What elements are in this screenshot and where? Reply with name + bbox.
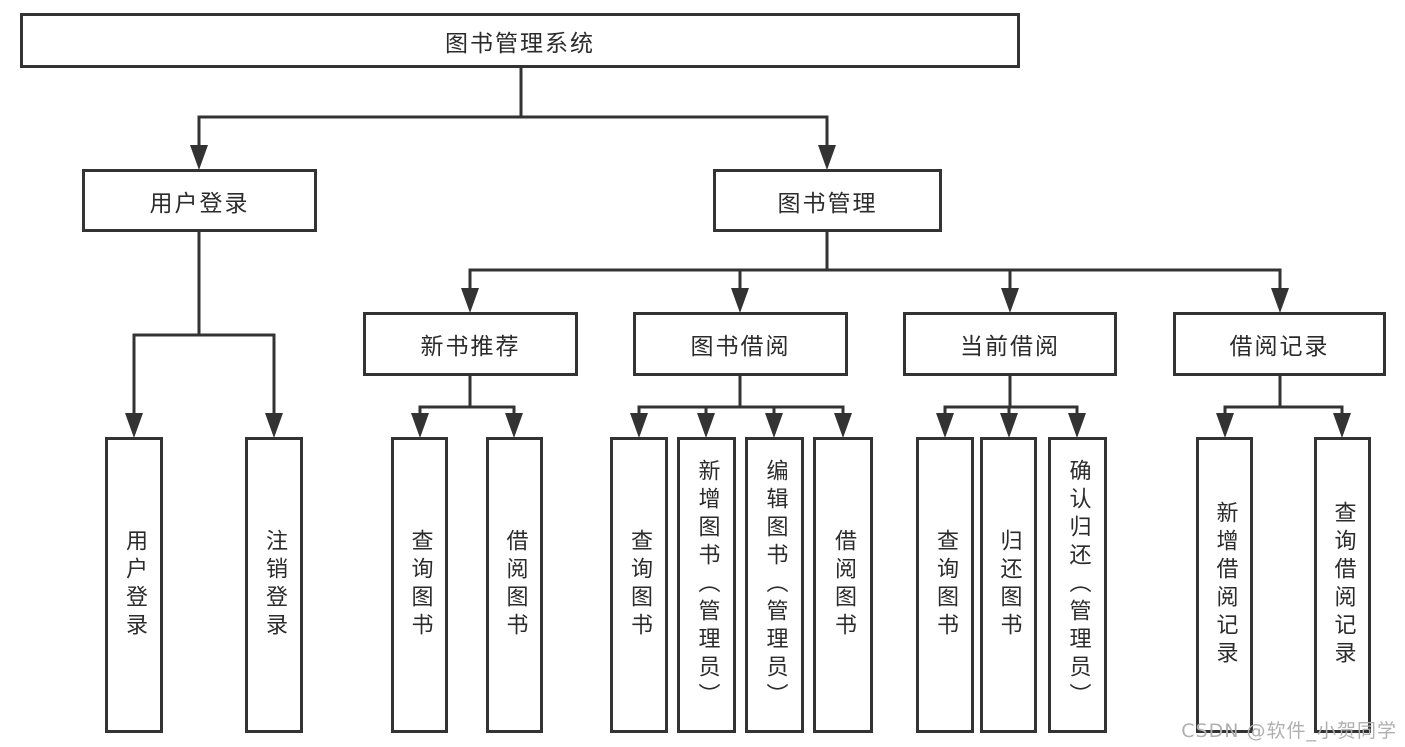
leaf-newbook-query: 查询图书 [391, 437, 448, 733]
leaf-borrow-query-label: 查询图书 [627, 529, 652, 641]
leaf-record-query: 查询借阅记录 [1314, 437, 1371, 733]
node-borrow-records-label: 借阅记录 [1229, 334, 1330, 360]
node-book-mgmt: 图书管理 [713, 169, 942, 232]
leaf-logout-label: 注销登录 [262, 529, 287, 641]
leaf-user-login-label: 用户登录 [122, 529, 147, 641]
node-new-book-rec: 新书推荐 [363, 312, 578, 376]
leaf-record-add: 新增借阅记录 [1196, 437, 1253, 733]
leaf-logout: 注销登录 [245, 437, 303, 733]
node-borrow-records: 借阅记录 [1173, 312, 1386, 376]
leaf-newbook-query-label: 查询图书 [407, 529, 433, 641]
leaf-borrow-add-label: 新增图书（管理员） [694, 459, 720, 711]
leaf-borrow-query: 查询图书 [610, 437, 668, 733]
node-user-login: 用户登录 [82, 169, 317, 232]
node-new-book-rec-label: 新书推荐 [420, 334, 521, 360]
node-book-borrow: 图书借阅 [633, 312, 848, 376]
leaf-borrow-book-label: 借阅图书 [831, 529, 856, 641]
node-root-label: 图书管理系统 [445, 30, 595, 57]
node-current-borrow: 当前借阅 [903, 312, 1117, 376]
leaf-newbook-borrow: 借阅图书 [486, 437, 543, 733]
leaf-current-return-label: 归还图书 [996, 529, 1022, 641]
leaf-borrow-add: 新增图书（管理员） [677, 437, 736, 733]
leaf-borrow-edit: 编辑图书（管理员） [745, 437, 804, 733]
leaf-user-login: 用户登录 [105, 437, 163, 733]
leaf-current-query-label: 查询图书 [933, 529, 958, 641]
leaf-current-query: 查询图书 [916, 437, 974, 733]
arrowheads [125, 145, 1351, 438]
leaf-borrow-book: 借阅图书 [813, 437, 873, 733]
leaf-current-confirm-label: 确认归还（管理员） [1065, 459, 1091, 711]
leaf-newbook-borrow-label: 借阅图书 [502, 529, 528, 641]
node-user-login-label: 用户登录 [149, 190, 250, 217]
leaf-borrow-edit-label: 编辑图书（管理员） [762, 459, 788, 711]
leaf-record-add-label: 新增借阅记录 [1212, 501, 1238, 669]
node-root: 图书管理系统 [20, 13, 1020, 68]
node-current-borrow-label: 当前借阅 [960, 334, 1060, 360]
node-book-mgmt-label: 图书管理 [777, 190, 878, 217]
node-book-borrow-label: 图书借阅 [690, 334, 791, 360]
leaf-record-query-label: 查询借阅记录 [1330, 501, 1356, 669]
leaf-current-return: 归还图书 [980, 437, 1037, 733]
csdn-watermark: CSDN @软件_小贺同学 [1181, 720, 1397, 742]
leaf-current-confirm: 确认归还（管理员） [1048, 437, 1107, 733]
